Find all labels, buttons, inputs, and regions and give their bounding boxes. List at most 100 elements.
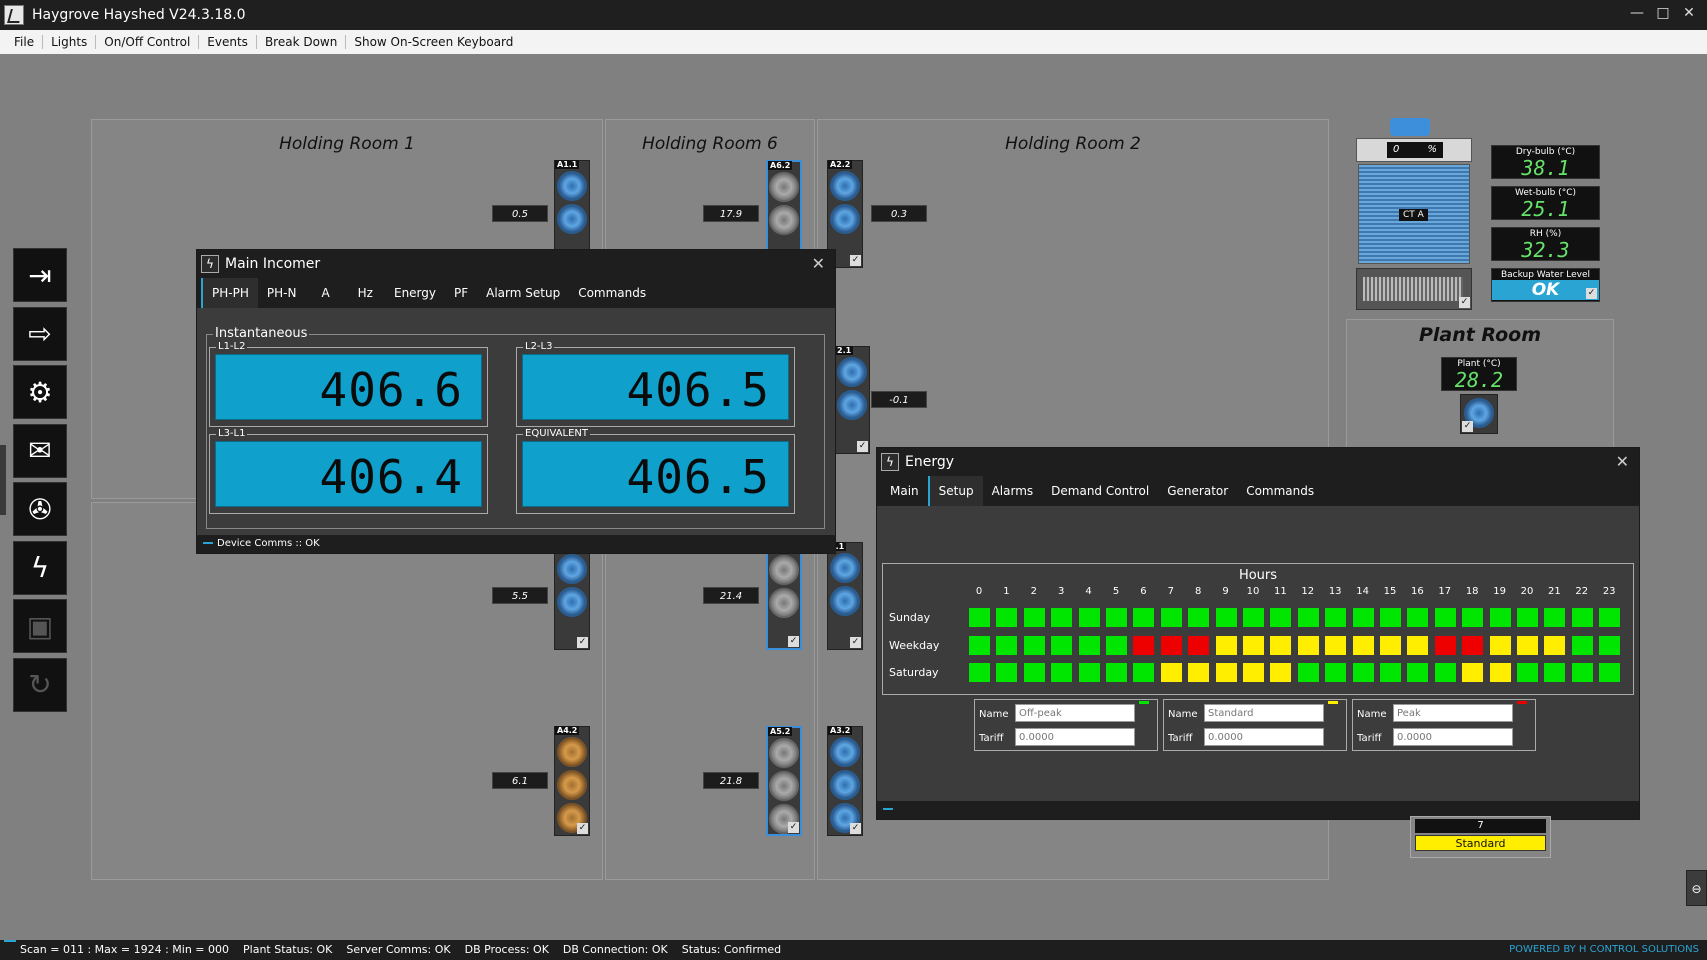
schedule-cell[interactable]	[1571, 608, 1593, 627]
schedule-cell[interactable]	[1243, 608, 1264, 627]
schedule-cell[interactable]	[996, 635, 1018, 655]
schedule-cell[interactable]	[1462, 663, 1484, 682]
schedule-cell[interactable]	[1489, 635, 1511, 655]
schedule-cell[interactable]	[1215, 635, 1237, 655]
schedule-cell[interactable]	[1133, 635, 1155, 655]
schedule-cell[interactable]	[1051, 663, 1073, 682]
schedule-cell[interactable]	[1188, 663, 1210, 682]
schedule-cell[interactable]	[1188, 635, 1210, 655]
fan-stack-3-1[interactable]: 3.1 ✓	[827, 542, 863, 650]
schedule-cell[interactable]	[1599, 635, 1621, 655]
fan-stack-a5-2[interactable]: A5.2 ✓	[766, 726, 802, 836]
schedule-cell[interactable]	[1407, 608, 1429, 627]
schedule-cell[interactable]	[1325, 608, 1347, 627]
fan-stack-a3-2[interactable]: A3.2 ✓	[827, 726, 863, 836]
maximize-button[interactable]: □	[1656, 5, 1670, 21]
close-button[interactable]: ✕	[1683, 5, 1695, 21]
schedule-cell[interactable]	[1133, 608, 1155, 627]
schedule-cell[interactable]	[1599, 608, 1621, 627]
schedule-cell[interactable]	[1023, 635, 1045, 655]
schedule-cell[interactable]	[1571, 635, 1593, 655]
menu-file[interactable]: File	[6, 35, 44, 49]
tab-hz[interactable]: Hz	[357, 286, 373, 300]
schedule-cell[interactable]	[1078, 663, 1100, 682]
schedule-cell[interactable]	[1270, 635, 1292, 655]
schedule-cell[interactable]	[1380, 635, 1401, 655]
user-settings-icon[interactable]: ⚙	[13, 365, 67, 419]
schedule-cell[interactable]	[1023, 608, 1045, 627]
save-icon[interactable]: ▣	[13, 599, 67, 653]
menu-lights[interactable]: Lights	[43, 35, 97, 49]
schedule-cell[interactable]	[1078, 608, 1100, 627]
menu-on-off-control[interactable]: On/Off Control	[96, 35, 200, 49]
tab-demand-control[interactable]: Demand Control	[1051, 484, 1150, 498]
tab-ph-n[interactable]: PH-N	[266, 286, 297, 300]
schedule-cell[interactable]	[1517, 635, 1538, 655]
side-edge-handle[interactable]	[0, 445, 6, 515]
fan-stack-a6-1[interactable]: ✓	[766, 550, 802, 650]
logout-icon[interactable]: ⇨	[13, 306, 67, 361]
schedule-cell[interactable]	[1407, 663, 1429, 682]
tab-commands[interactable]: Commands	[1246, 484, 1315, 498]
schedule-cell[interactable]	[1106, 635, 1127, 655]
tab-generator[interactable]: Generator	[1167, 484, 1229, 498]
schedule-cell[interactable]	[1243, 635, 1264, 655]
schedule-cell[interactable]	[1462, 608, 1484, 627]
schedule-cell[interactable]	[1051, 635, 1073, 655]
fan-enable-checkbox[interactable]: ✓	[1462, 421, 1473, 432]
fan-enable-checkbox[interactable]: ✓	[577, 637, 588, 648]
schedule-cell[interactable]	[969, 608, 990, 627]
close-icon[interactable]: ✕	[1615, 452, 1629, 471]
tab-energy[interactable]: Energy	[393, 286, 436, 300]
schedule-cell[interactable]	[1380, 608, 1401, 627]
schedule-cell[interactable]	[1023, 663, 1045, 682]
plant-room-fan[interactable]: ✓	[1460, 394, 1498, 434]
lightning-icon[interactable]: ϟ	[13, 540, 67, 595]
schedule-cell[interactable]	[1297, 663, 1319, 682]
menu-break-down[interactable]: Break Down	[257, 35, 347, 49]
tariff-rate-input[interactable]: 0.0000	[1204, 728, 1324, 746]
tab-alarm-setup[interactable]: Alarm Setup	[486, 286, 561, 300]
schedule-cell[interactable]	[1434, 608, 1456, 627]
fan-stack-a6-2[interactable]: A6.2	[766, 160, 802, 260]
window-header[interactable]: ϟ Main Incomer ✕	[197, 250, 835, 278]
fan-stack-a1-1[interactable]: A1.1	[554, 160, 590, 260]
fan-stack-a1-2[interactable]: ✓	[554, 550, 590, 650]
tab-commands[interactable]: Commands	[578, 286, 647, 300]
schedule-cell[interactable]	[969, 663, 990, 682]
schedule-cell[interactable]	[1160, 608, 1182, 627]
schedule-cell[interactable]	[1078, 635, 1100, 655]
schedule-cell[interactable]	[1270, 663, 1292, 682]
schedule-cell[interactable]	[1407, 635, 1429, 655]
side-panel-toggle-icon[interactable]: ⊖	[1686, 870, 1707, 906]
tariff-rate-input[interactable]: 0.0000	[1393, 728, 1513, 746]
schedule-cell[interactable]	[1544, 663, 1566, 682]
fan-enable-checkbox[interactable]: ✓	[850, 823, 861, 834]
schedule-cell[interactable]	[996, 663, 1018, 682]
schedule-cell[interactable]	[1489, 663, 1511, 682]
schedule-cell[interactable]	[1215, 608, 1237, 627]
menu-events[interactable]: Events	[199, 35, 257, 49]
tariff-name-input[interactable]: Standard	[1204, 704, 1324, 722]
schedule-cell[interactable]	[1051, 608, 1073, 627]
schedule-cell[interactable]	[1133, 663, 1155, 682]
close-icon[interactable]: ✕	[811, 254, 825, 273]
fan-stack-a4-2[interactable]: A4.2 ✓	[554, 726, 590, 836]
backup-water-checkbox[interactable]: ✓	[1586, 288, 1597, 299]
schedule-cell[interactable]	[1489, 608, 1511, 627]
refresh-icon[interactable]: ↻	[13, 657, 67, 712]
schedule-cell[interactable]	[1571, 663, 1593, 682]
tab-setup[interactable]: Setup	[927, 476, 983, 506]
schedule-cell[interactable]	[1297, 608, 1319, 627]
schedule-cell[interactable]	[1434, 635, 1456, 655]
tab-main[interactable]: Main	[890, 484, 919, 498]
tab-pf[interactable]: PF	[454, 286, 469, 300]
tariff-name-input[interactable]: Peak	[1393, 704, 1513, 722]
schedule-cell[interactable]	[1517, 663, 1538, 682]
schedule-cell[interactable]	[1544, 608, 1566, 627]
fan-enable-checkbox[interactable]: ✓	[788, 636, 799, 647]
schedule-cell[interactable]	[1434, 663, 1456, 682]
fan-enable-checkbox[interactable]: ✓	[850, 255, 861, 266]
minimize-button[interactable]: —	[1630, 5, 1644, 21]
tab-a[interactable]: A	[321, 286, 330, 300]
